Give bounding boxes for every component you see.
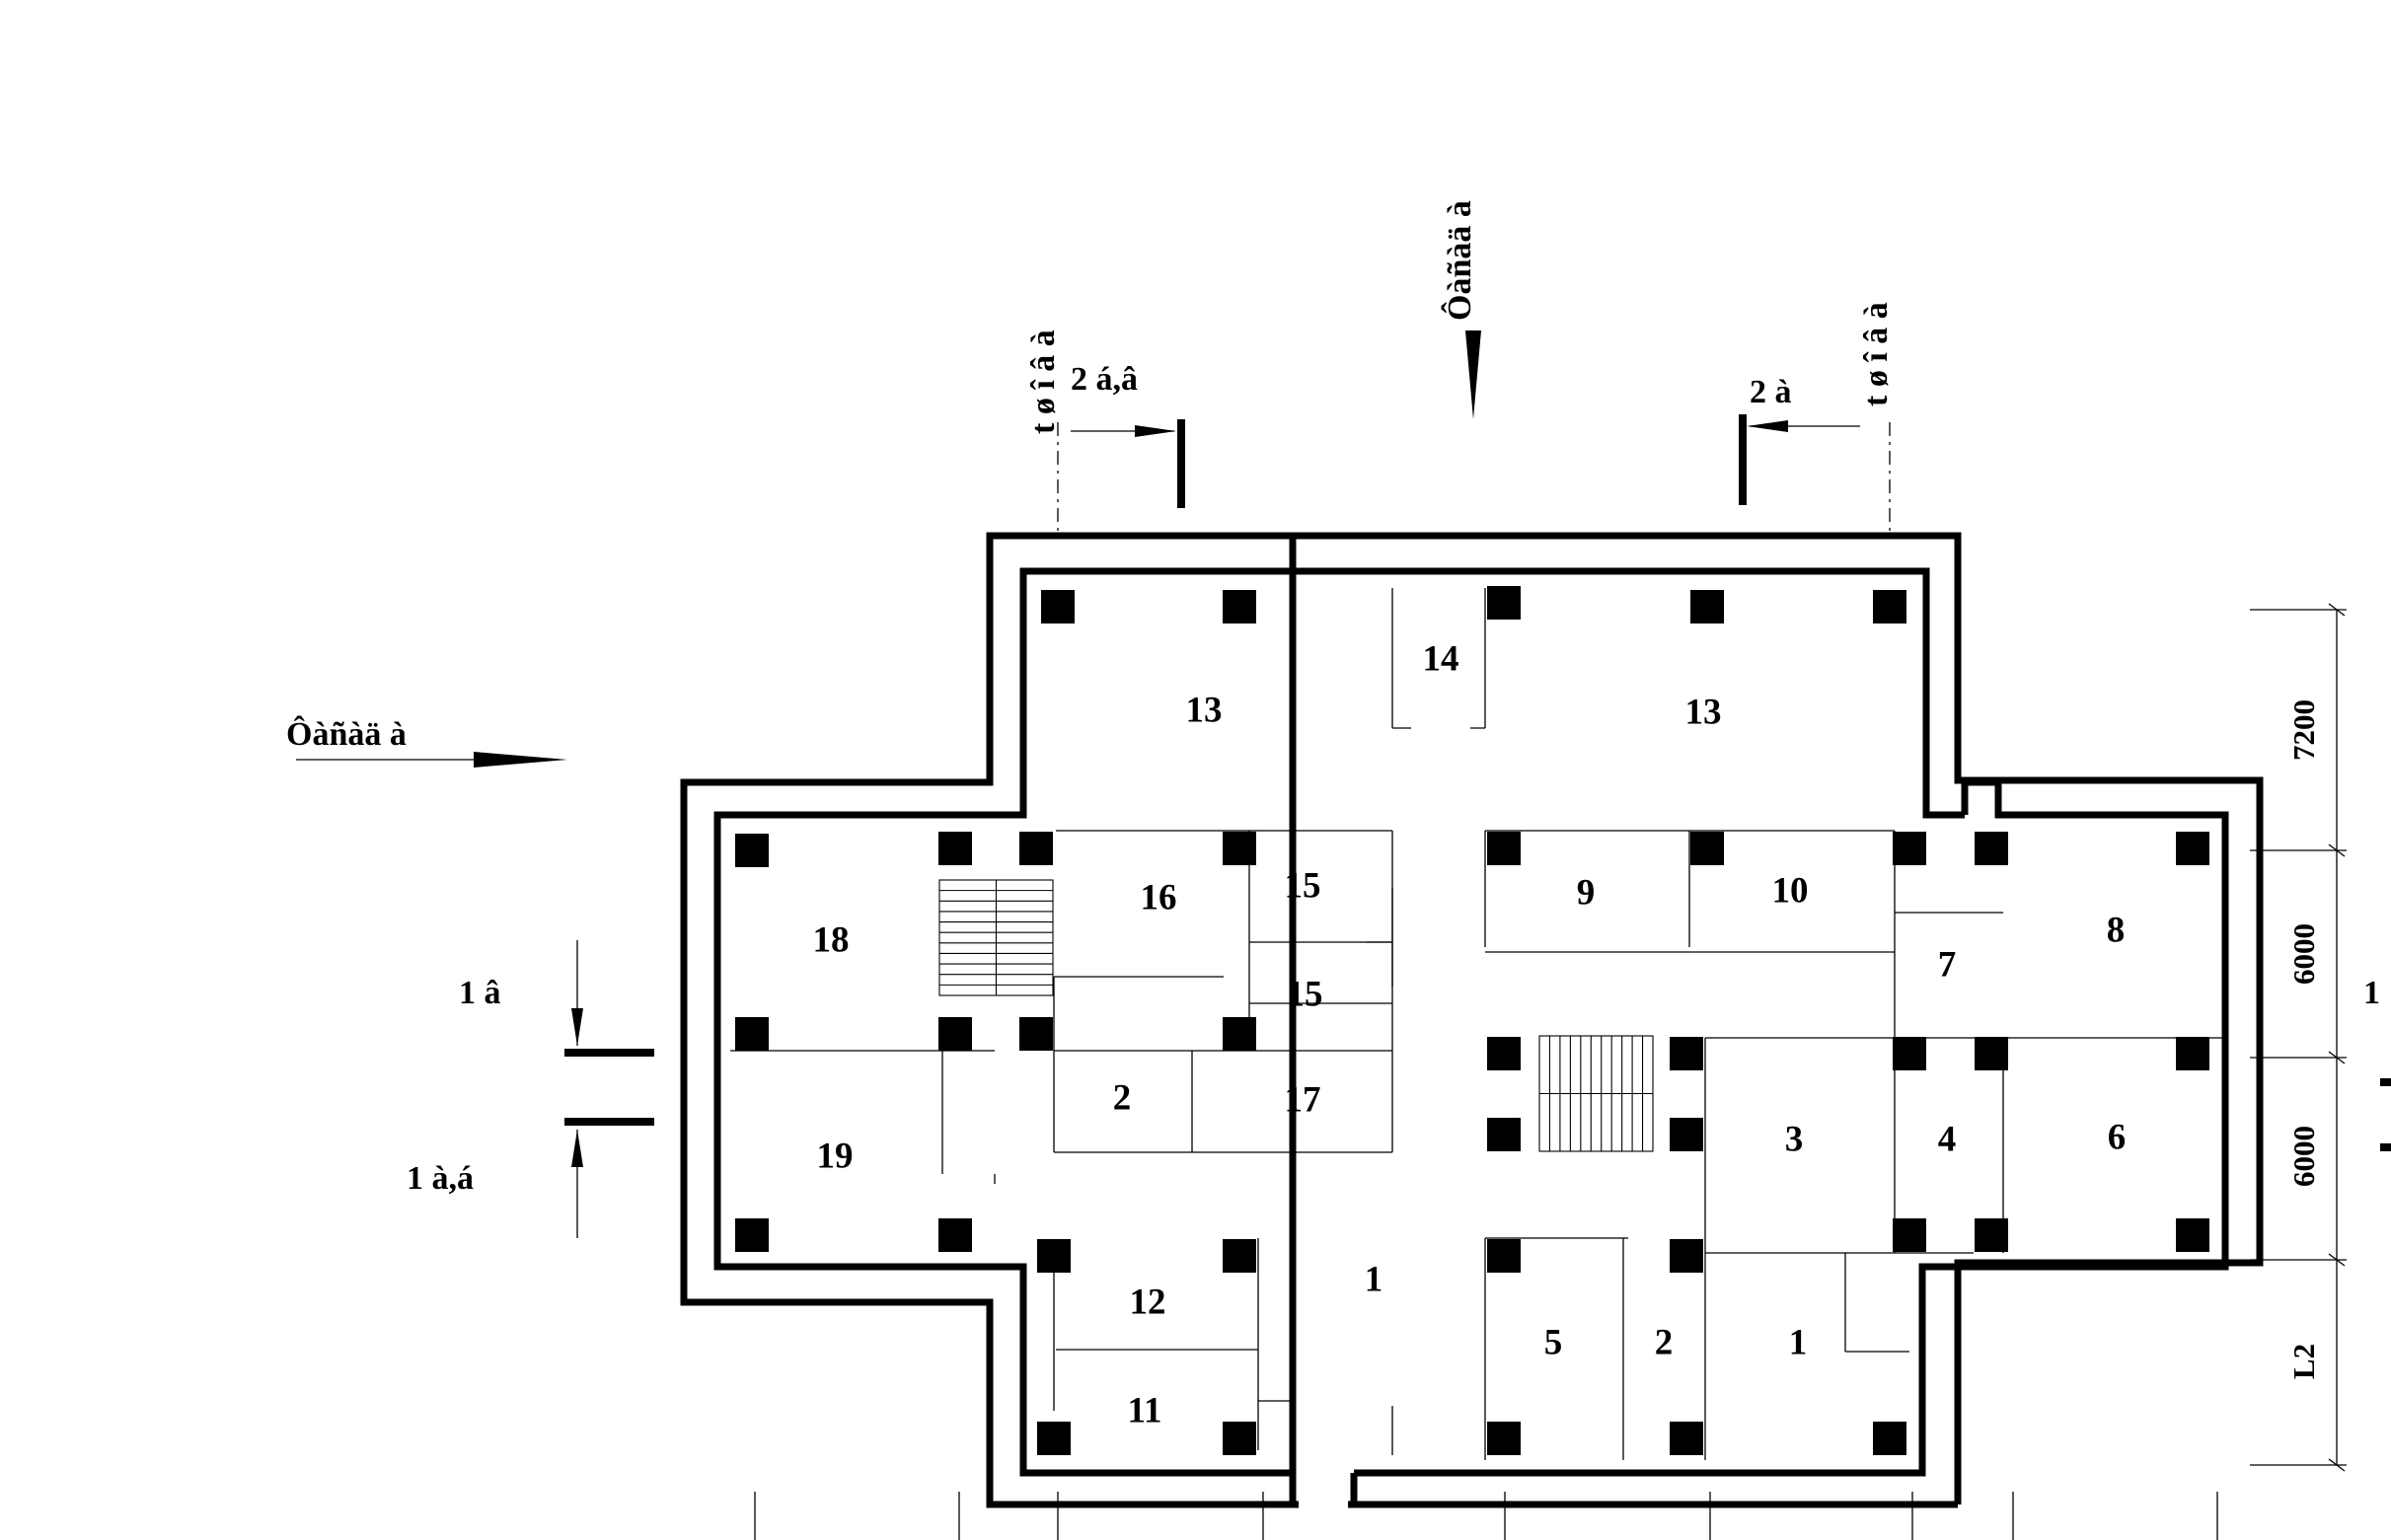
column-27 (1893, 1218, 1926, 1252)
column-10 (1690, 832, 1724, 865)
wall-gap-mask (1299, 1468, 1348, 1512)
room-label-r3: 3 (1785, 1120, 1804, 1160)
column-36 (1487, 1422, 1521, 1455)
room-label-r15a: 15 (1285, 866, 1321, 907)
column-6 (938, 832, 972, 865)
column-24 (1670, 1118, 1703, 1151)
room-label-r4: 4 (1938, 1120, 1957, 1160)
section-label-left-bottom: 1 à,á (407, 1160, 474, 1197)
column-grid (735, 586, 2209, 1455)
room-label-r5: 5 (1544, 1323, 1563, 1363)
column-22 (2176, 1037, 2209, 1070)
room-label-r13b: 13 (1685, 693, 1722, 733)
section-label-top-right: 2 à (1750, 374, 1792, 410)
dimension-6000-b: 6000 (2286, 1126, 2321, 1187)
outer-wall-left (990, 532, 1958, 1508)
room-label-r12: 12 (1130, 1283, 1166, 1323)
right-edge-mark: 1 (2363, 975, 2380, 1011)
room-label-r8: 8 (2107, 911, 2126, 951)
inner-return (1289, 780, 1930, 1504)
axis-lines (754, 422, 2218, 1540)
column-11 (1893, 832, 1926, 865)
column-31 (1223, 1239, 1256, 1273)
column-4 (1873, 590, 1906, 623)
column-14 (735, 1017, 769, 1051)
column-32 (1487, 1239, 1521, 1273)
column-20 (1893, 1037, 1926, 1070)
room-label-r18: 18 (813, 920, 850, 961)
room-label-r7: 7 (1938, 945, 1957, 986)
stair-right (1538, 1035, 1654, 1152)
column-29 (2176, 1218, 2209, 1252)
column-9 (1487, 832, 1521, 865)
section-marker-top-right (1739, 414, 1860, 505)
dimension-7200: 7200 (2286, 699, 2321, 761)
room-label-r2a: 2 (1113, 1078, 1132, 1119)
axis-label-right: t ø î â à (1858, 302, 1895, 406)
section-marker-left (564, 940, 654, 1238)
column-12 (1975, 832, 2008, 865)
dimension-l2: L2 (2286, 1344, 2321, 1379)
room-label-r11: 11 (1128, 1391, 1162, 1431)
column-7 (1019, 832, 1053, 865)
column-8 (1223, 832, 1256, 865)
column-23 (1487, 1118, 1521, 1151)
column-21 (1975, 1037, 2008, 1070)
section-label-top-left: 2 á,â (1071, 361, 1138, 398)
column-19 (1670, 1037, 1703, 1070)
column-5 (735, 834, 769, 867)
column-35 (1223, 1422, 1256, 1455)
room-label-r1a: 1 (1365, 1260, 1383, 1300)
partitions (730, 588, 2225, 1460)
right-cut-marks (2380, 1078, 2391, 1151)
room-label-r14: 14 (1423, 639, 1459, 680)
room-label-r6: 6 (2108, 1118, 2127, 1158)
column-15 (938, 1017, 972, 1051)
column-13 (2176, 832, 2209, 865)
column-33 (1670, 1239, 1703, 1273)
axis-label-left: t ø î â à (1025, 330, 1062, 434)
dimension-chain: 7200 6000 6000 L2 (2250, 603, 2347, 1472)
west-arrow (296, 752, 567, 768)
west-label: Ôàñàä à (286, 715, 407, 753)
section-marker-top-left (1071, 419, 1185, 508)
stair-left (938, 879, 1054, 996)
room-label-r19: 19 (817, 1137, 854, 1177)
column-2 (1487, 586, 1521, 620)
column-38 (1873, 1422, 1906, 1455)
room-label-r13a: 13 (1186, 691, 1223, 731)
column-18 (1487, 1037, 1521, 1070)
room-label-r15b: 15 (1287, 975, 1323, 1015)
column-37 (1670, 1422, 1703, 1455)
column-3 (1690, 590, 1724, 623)
room-label-r17: 17 (1285, 1080, 1321, 1121)
dimension-6000-a: 6000 (2286, 923, 2321, 985)
outer-wall-main (680, 532, 1958, 1508)
room-label-r10: 10 (1772, 871, 1809, 912)
north-label: Ôàñàä à (1441, 200, 1478, 321)
room-label-r2b: 2 (1655, 1323, 1674, 1363)
column-28 (1975, 1218, 2008, 1252)
room-label-r1b: 1 (1789, 1323, 1808, 1363)
column-34 (1037, 1422, 1071, 1455)
column-16 (1019, 1017, 1053, 1051)
column-25 (735, 1218, 769, 1252)
column-17 (1223, 1017, 1256, 1051)
section-label-left-top: 1 â (459, 975, 501, 1011)
column-1 (1223, 590, 1256, 623)
column-0 (1041, 590, 1075, 623)
room-label-r16: 16 (1141, 878, 1177, 918)
north-arrow (1465, 330, 1481, 419)
room-label-r9: 9 (1577, 873, 1596, 914)
column-26 (938, 1218, 972, 1252)
outer-wall (1289, 532, 2264, 1508)
